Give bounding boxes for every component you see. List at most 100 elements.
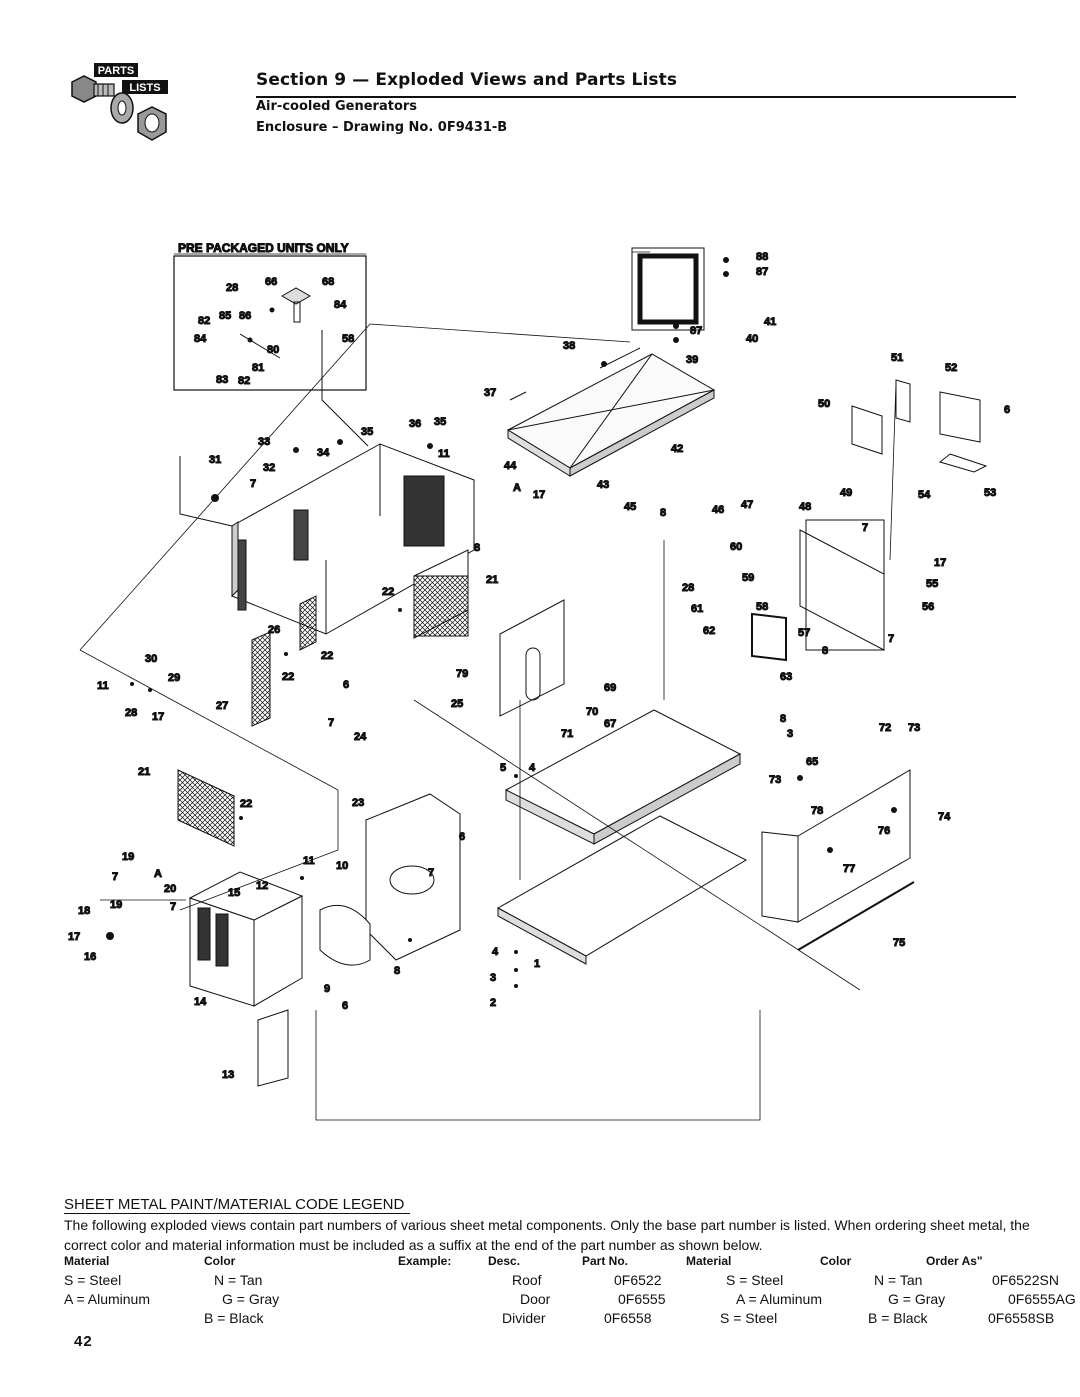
callout: 74	[938, 811, 951, 823]
row-color2: B = Black	[868, 1310, 928, 1326]
callout: 75	[893, 937, 905, 949]
callout: 57	[798, 627, 810, 639]
legend-header-row: Material Color Example: Desc. Part No. M…	[64, 1254, 1064, 1272]
page-number: 42	[74, 1333, 93, 1350]
callout: 3	[490, 972, 496, 984]
subtitle: Air-cooled Generators	[256, 99, 418, 114]
callout: 58	[756, 601, 768, 613]
callout: 78	[811, 805, 823, 817]
callout: 7	[112, 871, 118, 883]
callout: 45	[624, 501, 636, 513]
callout: 52	[945, 362, 957, 374]
parts-lists-logo: PARTS LISTS	[71, 63, 168, 141]
legend-table: Material Color Example: Desc. Part No. M…	[64, 1254, 1076, 1329]
row-desc: Roof	[512, 1272, 542, 1288]
callout: 66	[265, 276, 277, 288]
row-part-no: 0F6555	[618, 1291, 666, 1307]
row-material2: S = Steel	[720, 1310, 778, 1326]
callout: 43	[597, 479, 609, 491]
row-order-as: 0F6555AG	[1008, 1291, 1076, 1307]
prepackaged-inset: PRE PACKAGED UNITS ONLY	[173, 241, 367, 391]
callout: 4	[492, 946, 499, 958]
callout: 28	[682, 582, 694, 594]
callout: 15	[228, 887, 240, 899]
callout: 4	[529, 762, 536, 774]
legend-row: A = Aluminum G = Gray Door 0F6555 A = Al…	[64, 1291, 1076, 1310]
callout: 16	[84, 951, 96, 963]
callout: 62	[703, 625, 715, 637]
callout: 82	[238, 375, 250, 387]
callout: 44	[504, 460, 517, 472]
logo-parts-label: PARTS	[98, 65, 134, 77]
row-material: A = Aluminum	[64, 1291, 150, 1307]
callout: 1	[534, 958, 540, 970]
drawing-title: Enclosure – Drawing No. 0F9431-B	[256, 120, 508, 135]
callout: 14	[194, 996, 207, 1008]
inset-title: PRE PACKAGED UNITS ONLY	[178, 241, 349, 255]
row-material2: A = Aluminum	[736, 1291, 822, 1307]
callout: 86	[239, 310, 251, 322]
row-part-no: 0F6522	[614, 1272, 662, 1288]
header-part-no: Part No.	[582, 1254, 629, 1268]
header-color: Color	[204, 1254, 236, 1268]
callout: 11	[97, 680, 109, 692]
roof-assembly	[506, 247, 716, 477]
callout: 20	[164, 883, 176, 895]
callout: 29	[168, 672, 180, 684]
callout: 40	[746, 333, 758, 345]
callout: 76	[878, 825, 890, 837]
callout: 84	[194, 333, 207, 345]
row-part-no: 0F6558	[604, 1310, 652, 1326]
callout: 19	[122, 851, 134, 863]
callout: 35	[361, 426, 373, 438]
callout: 37	[484, 387, 496, 399]
callout: 8	[780, 713, 786, 725]
callout: A	[513, 482, 521, 494]
callout: 50	[818, 398, 830, 410]
callout: 22	[282, 671, 294, 683]
header-example: Example:	[398, 1254, 452, 1268]
callout: A	[154, 868, 162, 880]
header-material: Material	[64, 1254, 110, 1268]
callout: 84	[334, 299, 347, 311]
callout: 9	[324, 983, 330, 995]
logo-lists-label: LISTS	[129, 82, 160, 94]
callout: 36	[409, 418, 421, 430]
callout: 21	[138, 766, 150, 778]
callout: 13	[222, 1069, 234, 1081]
callout: 8	[660, 507, 666, 519]
callout: 6	[343, 679, 349, 691]
callout: 71	[561, 728, 573, 740]
callout: 11	[438, 448, 450, 460]
callout: 11	[303, 855, 315, 867]
callout: 73	[769, 774, 781, 786]
callout: 56	[922, 601, 934, 613]
callout: 87	[756, 266, 768, 278]
callout: 32	[263, 462, 275, 474]
front-panel	[761, 769, 915, 951]
callout: 25	[451, 698, 463, 710]
callout: 47	[741, 499, 753, 511]
row-material: S = Steel	[64, 1272, 122, 1288]
lower-enclosure	[188, 793, 461, 1087]
callout: 69	[604, 682, 616, 694]
callout: 70	[586, 706, 598, 718]
back-panels	[413, 549, 565, 717]
callout: 7	[250, 478, 256, 490]
callout: 8	[474, 542, 480, 554]
callout: 61	[691, 603, 703, 615]
side-panel-assembly	[179, 330, 475, 635]
row-desc: Divider	[502, 1310, 546, 1326]
callout: 10	[336, 860, 348, 872]
bolt-icon	[71, 75, 115, 103]
callout: 46	[712, 504, 724, 516]
callout: 12	[256, 880, 268, 892]
callout: 2	[490, 997, 496, 1009]
section-title: Section 9 — Exploded Views and Parts Lis…	[256, 70, 678, 90]
callout: 68	[322, 276, 334, 288]
callout: 73	[908, 722, 920, 734]
callout: 58	[342, 333, 354, 345]
screen-21	[177, 769, 235, 847]
fastener-dots	[106, 257, 897, 988]
callout: 31	[209, 454, 221, 466]
